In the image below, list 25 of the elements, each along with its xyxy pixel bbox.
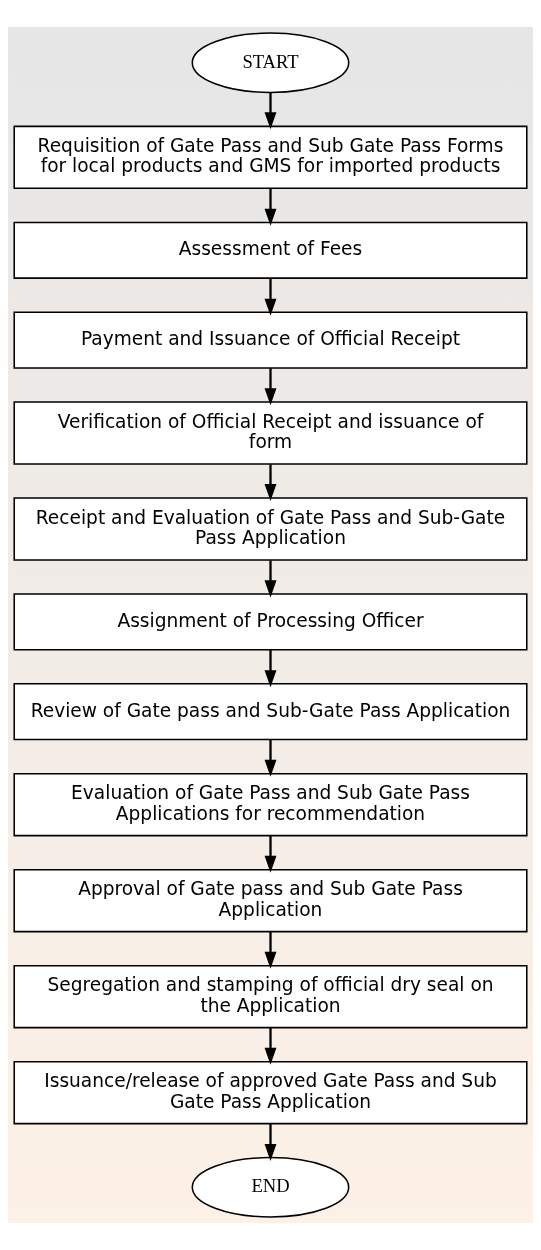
- arrow: [264, 1123, 277, 1162]
- node-box: Segregation and stamping of official dry seal on the Application: [13, 964, 528, 1029]
- arrow: [264, 1028, 277, 1065]
- node-box: Issuance/release of approved Gate Pass and Sub Gate Pass Application: [13, 1060, 528, 1125]
- arrow: [264, 368, 277, 406]
- arrow: [264, 92, 277, 130]
- arrow: [264, 188, 277, 226]
- arrow: [264, 278, 277, 316]
- node-box: Review of Gate pass and Sub-Gate Pass Application: [13, 683, 528, 741]
- node-box: Approval of Gate pass and Sub Gate Pass Application: [13, 868, 528, 933]
- arrow: [264, 464, 277, 502]
- node-box: Receipt and Evaluation of Gate Pass and Sub-Gate Pass Application: [13, 497, 528, 561]
- arrow: [264, 560, 277, 598]
- node-box: Payment and Issuance of Official Receipt: [13, 311, 528, 369]
- node-ellipse: END: [191, 1156, 350, 1218]
- node-box: Evaluation of Gate Pass and Sub Gate Pass Applications for recommendation: [13, 772, 528, 837]
- arrow: [264, 932, 277, 969]
- node-box: Assessment of Fees: [13, 221, 528, 279]
- node-box: Verification of Official Receipt and issuance of form: [13, 401, 528, 465]
- arrow: [264, 739, 277, 777]
- arrow: [264, 836, 277, 873]
- node-ellipse: START: [191, 32, 350, 94]
- arrow: [264, 649, 277, 688]
- node-box: Assignment of Processing Officer: [13, 593, 528, 651]
- node-box: Requisition of Gate Pass and Sub Gate Pass Forms for local products and GMS for imported products: [13, 125, 528, 190]
